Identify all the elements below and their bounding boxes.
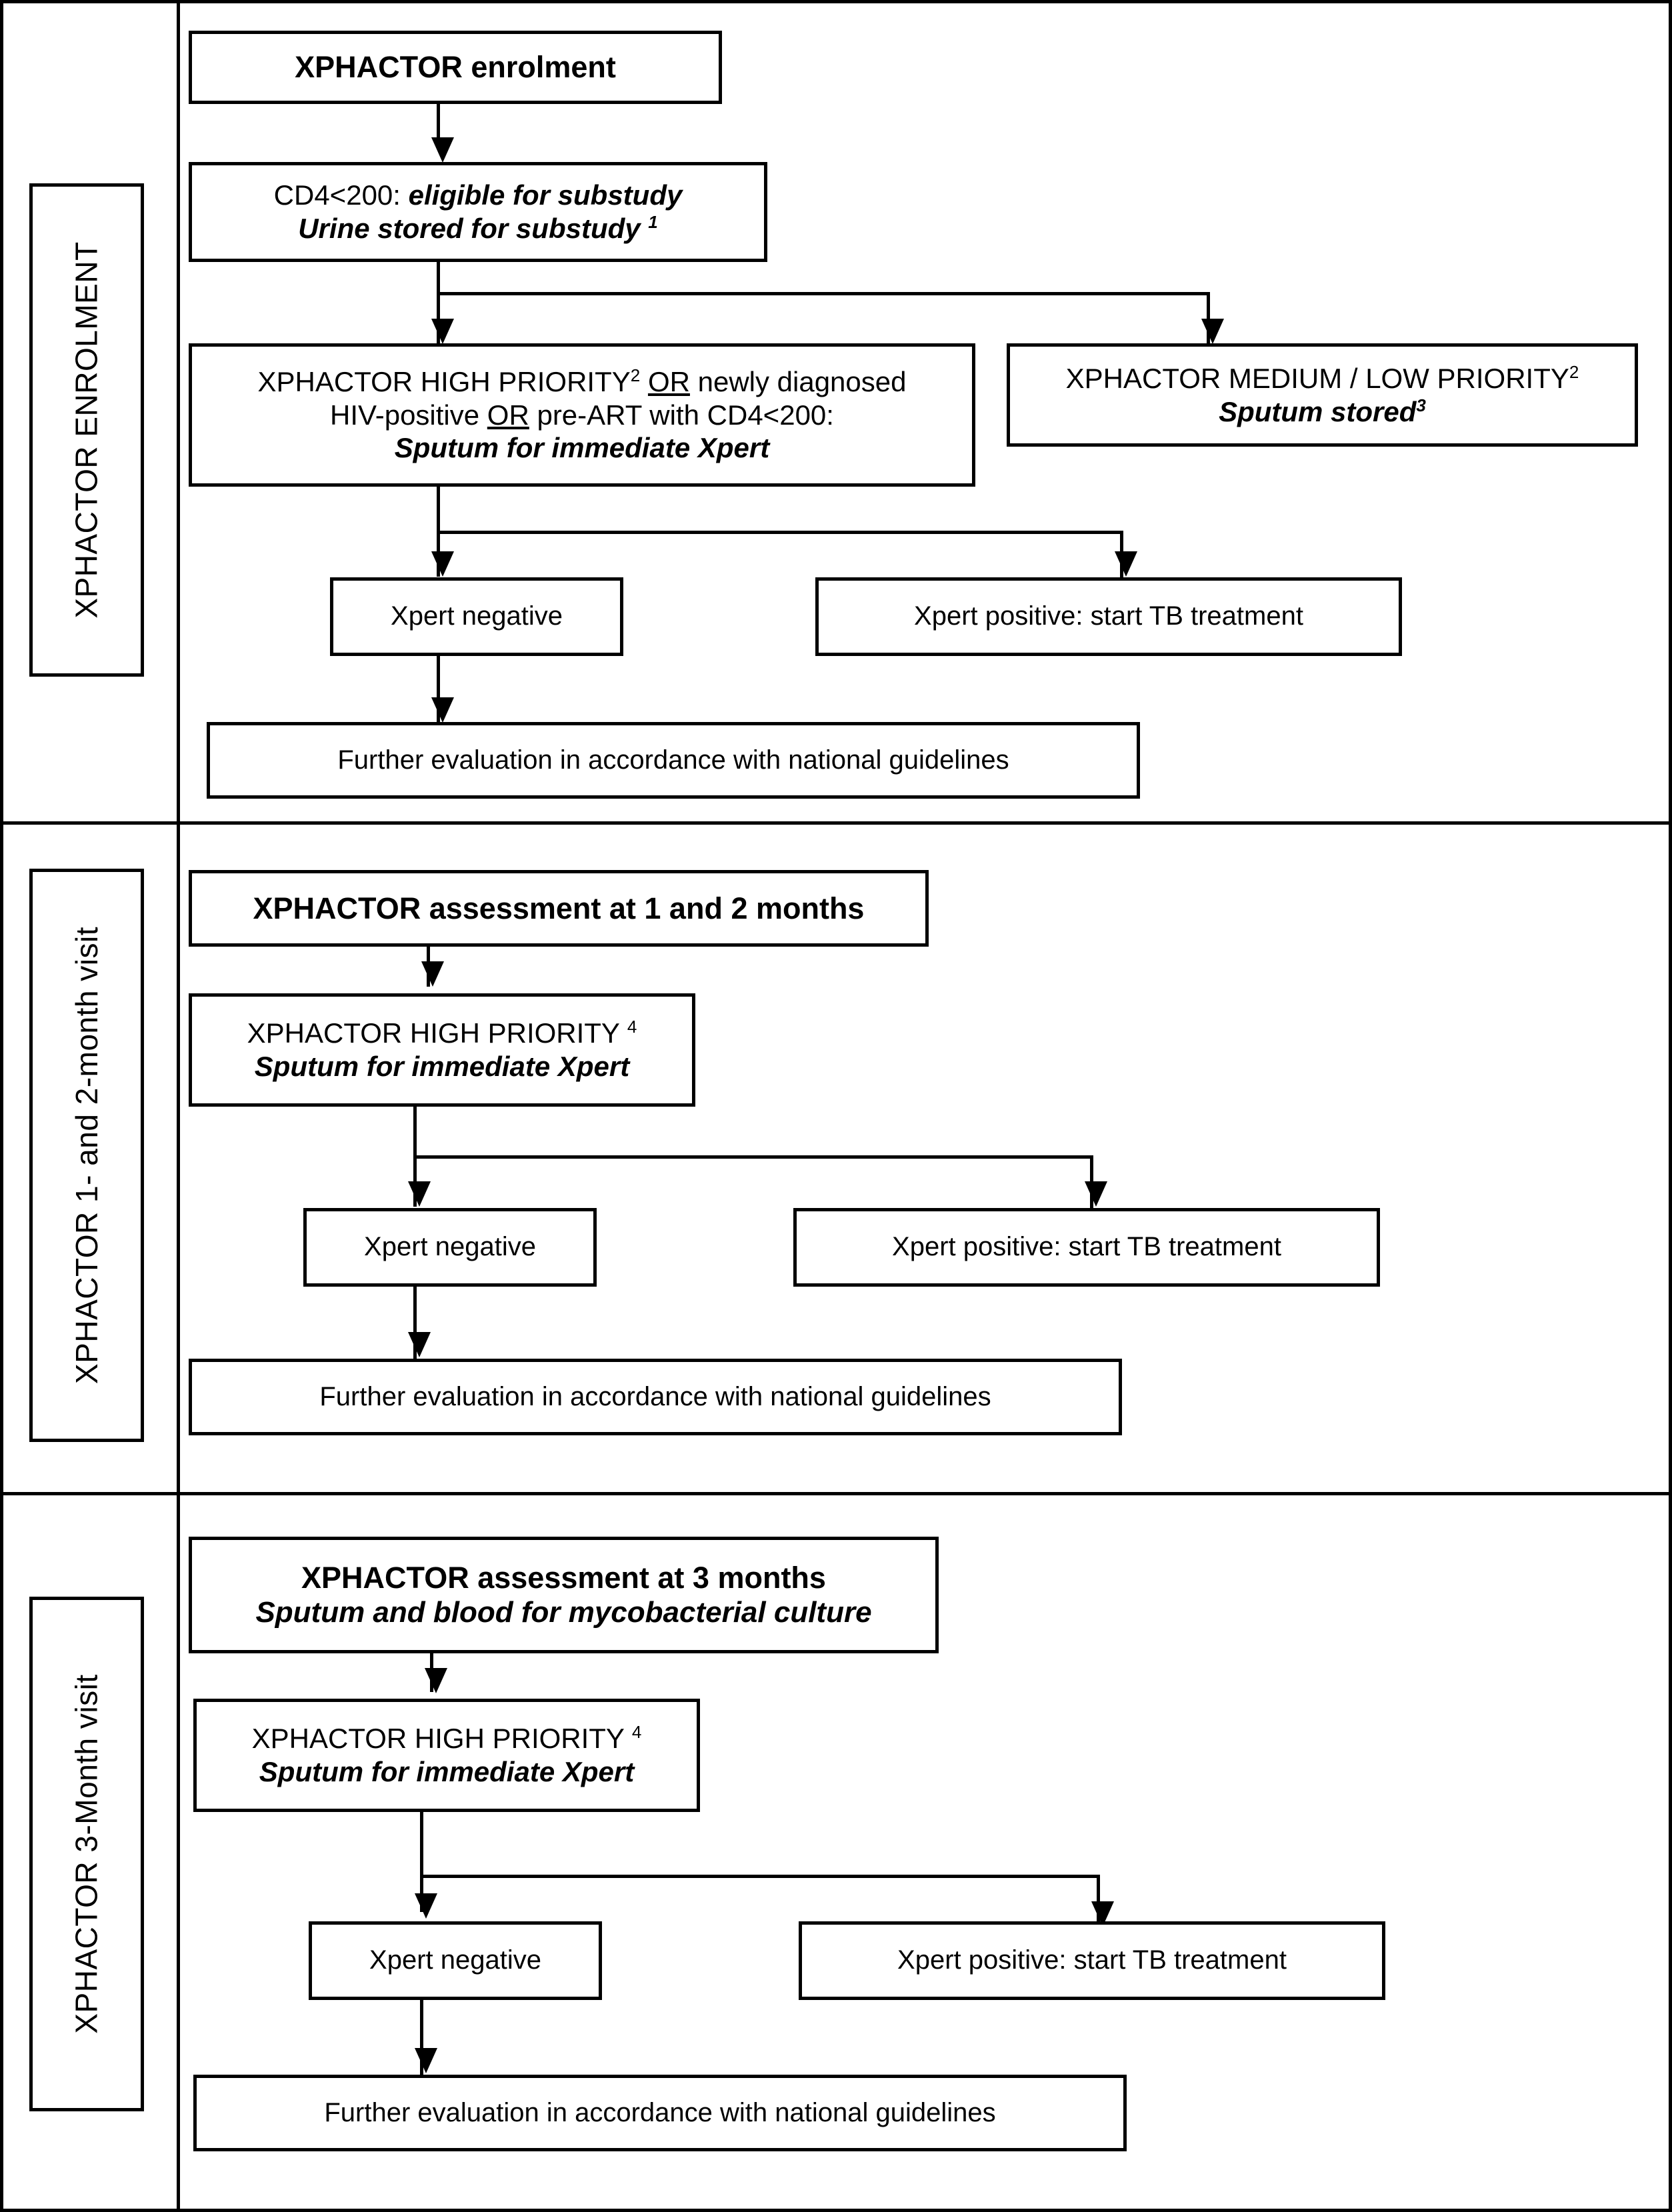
node-high-priority-enrolment-line1-footnote: 2 (630, 365, 641, 386)
section-divider-2 (0, 1492, 1672, 1495)
connector-negative-to-eval-enrolment (437, 656, 440, 723)
node-xpert-negative-enrolment: Xpert negative (330, 577, 623, 656)
node-high-priority-enrolment-line1-b: newly diagnosed (689, 366, 907, 398)
node-high-priority-3-line2: Sputum for immediate Xpert (259, 1756, 635, 1787)
node-high-priority-1-2-line1: XPHACTOR HIGH PRIORITY 4 (247, 1017, 637, 1050)
node-xpert-positive-3-label: Xpert positive: start TB treatment (897, 1945, 1287, 1975)
node-further-evaluation-1-2-label: Further evaluation in accordance with na… (319, 1381, 991, 1411)
node-high-priority-enrolment-line1-or: OR (647, 366, 690, 398)
node-high-priority-3-month: XPHACTOR HIGH PRIORITY 4 Sputum for imme… (193, 1699, 700, 1812)
node-assessment-3-months-line2: Sputum and blood for mycobacterial cultu… (255, 1596, 872, 1629)
frame-left-border (0, 0, 3, 2212)
frame-bottom-border (0, 2209, 1672, 2212)
node-further-evaluation-3-month: Further evaluation in accordance with na… (193, 2075, 1127, 2151)
node-high-priority-3-line1-footnote: 4 (631, 1722, 642, 1743)
node-further-evaluation-1-2-month: Further evaluation in accordance with na… (189, 1359, 1122, 1435)
node-medium-low-priority-line1: XPHACTOR MEDIUM / LOW PRIORITY2 (1066, 362, 1579, 395)
phase-label-3-month-visit-text: XPHACTOR 3-Month visit (69, 1674, 104, 2034)
node-cd4-substudy: CD4<200: eligible for substudy Urine sto… (189, 162, 767, 262)
node-further-evaluation-enrolment-label: Further evaluation in accordance with na… (337, 745, 1009, 775)
node-xpert-negative-1-2-label: Xpert negative (364, 1232, 536, 1262)
arrowhead-enrolment-to-cd4 (431, 137, 454, 163)
node-high-priority-enrolment-line1: XPHACTOR HIGH PRIORITY2 OR newly diagnos… (257, 365, 906, 399)
connector-cd4-branch-bar (437, 292, 1210, 295)
node-high-priority-enrolment: XPHACTOR HIGH PRIORITY2 OR newly diagnos… (189, 343, 975, 487)
phase-label-3-month-visit: XPHACTOR 3-Month visit (29, 1597, 144, 2111)
section-divider-1 (0, 821, 1672, 825)
node-cd4-substudy-line1-emphasis: eligible for substudy (408, 179, 683, 211)
connector-hp-stub-3 (420, 1812, 423, 1912)
node-assessment-1-2-months-label: XPHACTOR assessment at 1 and 2 months (253, 891, 865, 925)
node-high-priority-enrolment-line2-b: pre-ART with CD4<200: (529, 399, 834, 431)
node-high-priority-1-2-line1-footnote: 4 (627, 1017, 637, 1037)
node-cd4-substudy-line1: CD4<200: eligible for substudy (274, 179, 683, 212)
arrowhead-assessment-to-hp-1-2 (421, 961, 444, 987)
node-high-priority-enrolment-line1-a: XPHACTOR HIGH PRIORITY (257, 366, 631, 398)
arrowhead-hp-to-positive-1-2 (1085, 1181, 1107, 1207)
node-high-priority-1-2-line2: Sputum for immediate Xpert (254, 1051, 630, 1082)
node-further-evaluation-3-label: Further evaluation in accordance with na… (324, 2097, 996, 2127)
node-medium-low-priority-line1-footnote: 2 (1569, 361, 1579, 382)
node-xpert-positive-enrolment-label: Xpert positive: start TB treatment (914, 601, 1303, 631)
arrowhead-hp-to-negative-1-2 (408, 1181, 431, 1207)
node-assessment-3-months-line1: XPHACTOR assessment at 3 months (301, 1561, 826, 1595)
node-further-evaluation-enrolment: Further evaluation in accordance with na… (207, 722, 1140, 799)
node-medium-low-priority-line2-emphasis: Sputum stored (1219, 395, 1417, 427)
phase-label-1-2-month-visit-text: XPHACTOR 1- and 2-month visit (69, 927, 104, 1384)
node-medium-low-priority-enrolment: XPHACTOR MEDIUM / LOW PRIORITY2 Sputum s… (1007, 343, 1638, 447)
arrowhead-negative-to-eval-3 (415, 2048, 437, 2073)
phase-label-1-2-month-visit: XPHACTOR 1- and 2-month visit (29, 869, 144, 1442)
node-assessment-3-months: XPHACTOR assessment at 3 months Sputum a… (189, 1537, 939, 1653)
connector-hp-branch-bar-3 (420, 1875, 1100, 1878)
node-xpert-negative-3-month: Xpert negative (309, 1921, 602, 2000)
node-high-priority-3-line1-a: XPHACTOR HIGH PRIORITY (251, 1723, 632, 1755)
arrowhead-hp-to-negative-3 (415, 1893, 437, 1919)
node-high-priority-enrolment-line3: Sputum for immediate Xpert (394, 432, 770, 464)
node-cd4-substudy-line2-emphasis: Urine stored for substudy (298, 213, 649, 244)
arrowhead-hp-to-negative-enrolment (431, 551, 454, 577)
phase-label-enrolment-text: XPHACTOR ENROLMENT (69, 241, 104, 619)
node-cd4-substudy-line2-footnote: 1 (648, 212, 658, 232)
phase-label-enrolment: XPHACTOR ENROLMENT (29, 183, 144, 677)
node-high-priority-enrolment-line2-a: HIV-positive (330, 399, 487, 431)
connector-cd4-stub (437, 262, 440, 343)
arrowhead-cd4-to-highpriority (431, 319, 454, 344)
connector-enrolment-to-cd4 (437, 104, 440, 144)
node-xpert-positive-1-2-month: Xpert positive: start TB treatment (793, 1208, 1380, 1287)
node-cd4-substudy-line1-plain: CD4<200: (273, 179, 409, 211)
node-xpert-negative-3-label: Xpert negative (369, 1945, 541, 1975)
connector-hp-branch-bar-enrolment (437, 531, 1123, 534)
arrowhead-hp-to-positive-enrolment (1115, 551, 1137, 577)
node-xpert-negative-1-2-month: Xpert negative (303, 1208, 597, 1287)
node-xpert-negative-enrolment-label: Xpert negative (391, 601, 563, 631)
node-assessment-1-2-months: XPHACTOR assessment at 1 and 2 months (189, 870, 929, 947)
connector-negative-to-eval-1-2 (413, 1287, 417, 1360)
connector-negative-to-eval-3 (420, 2000, 423, 2077)
node-medium-low-priority-line2: Sputum stored3 (1219, 395, 1426, 429)
connector-hp-branch-bar-1-2 (413, 1155, 1093, 1159)
frame-top-border (0, 0, 1672, 3)
arrowhead-cd4-to-medlow (1201, 319, 1224, 344)
node-xphactor-enrolment-label: XPHACTOR enrolment (295, 50, 616, 85)
node-medium-low-priority-line2-footnote: 3 (1416, 395, 1426, 415)
node-high-priority-1-2-line1-a: XPHACTOR HIGH PRIORITY (247, 1017, 627, 1049)
arrowhead-negative-to-eval-enrolment (431, 697, 454, 723)
node-xphactor-enrolment: XPHACTOR enrolment (189, 31, 722, 104)
node-xpert-positive-3-month: Xpert positive: start TB treatment (799, 1921, 1385, 2000)
node-high-priority-enrolment-line2: HIV-positive OR pre-ART with CD4<200: (330, 399, 834, 432)
arrowhead-assessment-to-hp-3 (425, 1668, 447, 1693)
lane-divider-vertical (177, 0, 180, 2212)
frame-right-border (1669, 0, 1672, 2212)
node-cd4-substudy-line2: Urine stored for substudy 1 (298, 212, 658, 245)
node-medium-low-priority-line1-a: XPHACTOR MEDIUM / LOW PRIORITY (1065, 362, 1569, 394)
node-xpert-positive-1-2-label: Xpert positive: start TB treatment (892, 1232, 1281, 1262)
node-high-priority-1-2-month: XPHACTOR HIGH PRIORITY 4 Sputum for imme… (189, 993, 695, 1107)
connector-cd4-to-medlow (1207, 292, 1210, 343)
arrowhead-negative-to-eval-1-2 (408, 1332, 431, 1357)
node-high-priority-3-line1: XPHACTOR HIGH PRIORITY 4 (252, 1722, 642, 1755)
node-xpert-positive-enrolment: Xpert positive: start TB treatment (815, 577, 1402, 656)
node-high-priority-enrolment-line2-or: OR (487, 399, 529, 431)
